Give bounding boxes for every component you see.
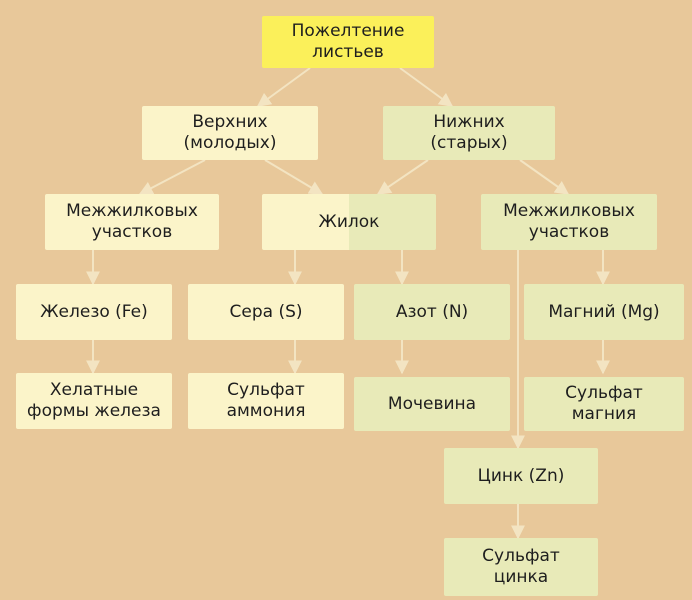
- magnesium-node: Магний (Mg): [524, 284, 684, 340]
- ammonium-sulfate-node: Сульфат аммония: [188, 373, 344, 429]
- interveinal-young-node: Межжилковых участков: [45, 194, 219, 250]
- root-node: Пожелтение листьев: [262, 16, 434, 68]
- sulfur-node: Сера (S): [188, 284, 344, 340]
- arrow-lower-interveinal: [519, 159, 570, 195]
- veins-node: Жилок: [262, 194, 436, 250]
- nitrogen-node: Азот (N): [354, 284, 510, 340]
- arrow-upper-interveinal: [138, 159, 206, 195]
- zinc-node: Цинк (Zn): [444, 448, 598, 504]
- arrow-root-lower: [399, 67, 454, 107]
- iron-node: Железо (Fe): [16, 284, 172, 340]
- interveinal-old-node: Межжилковых участков: [481, 194, 657, 250]
- iron-chelate-node: Хелатные формы железа: [16, 373, 172, 429]
- upper-leaves-node: Верхних (молодых): [142, 106, 318, 160]
- arrow-lower-veins: [376, 159, 429, 195]
- lower-leaves-node: Нижних (старых): [383, 106, 555, 160]
- zinc-sulfate-node: Сульфат цинка: [444, 538, 598, 596]
- arrow-root-upper: [256, 67, 311, 107]
- magnesium-sulfate-node: Сульфат магния: [524, 377, 684, 431]
- arrow-upper-veins: [264, 159, 324, 195]
- urea-node: Мочевина: [354, 377, 510, 431]
